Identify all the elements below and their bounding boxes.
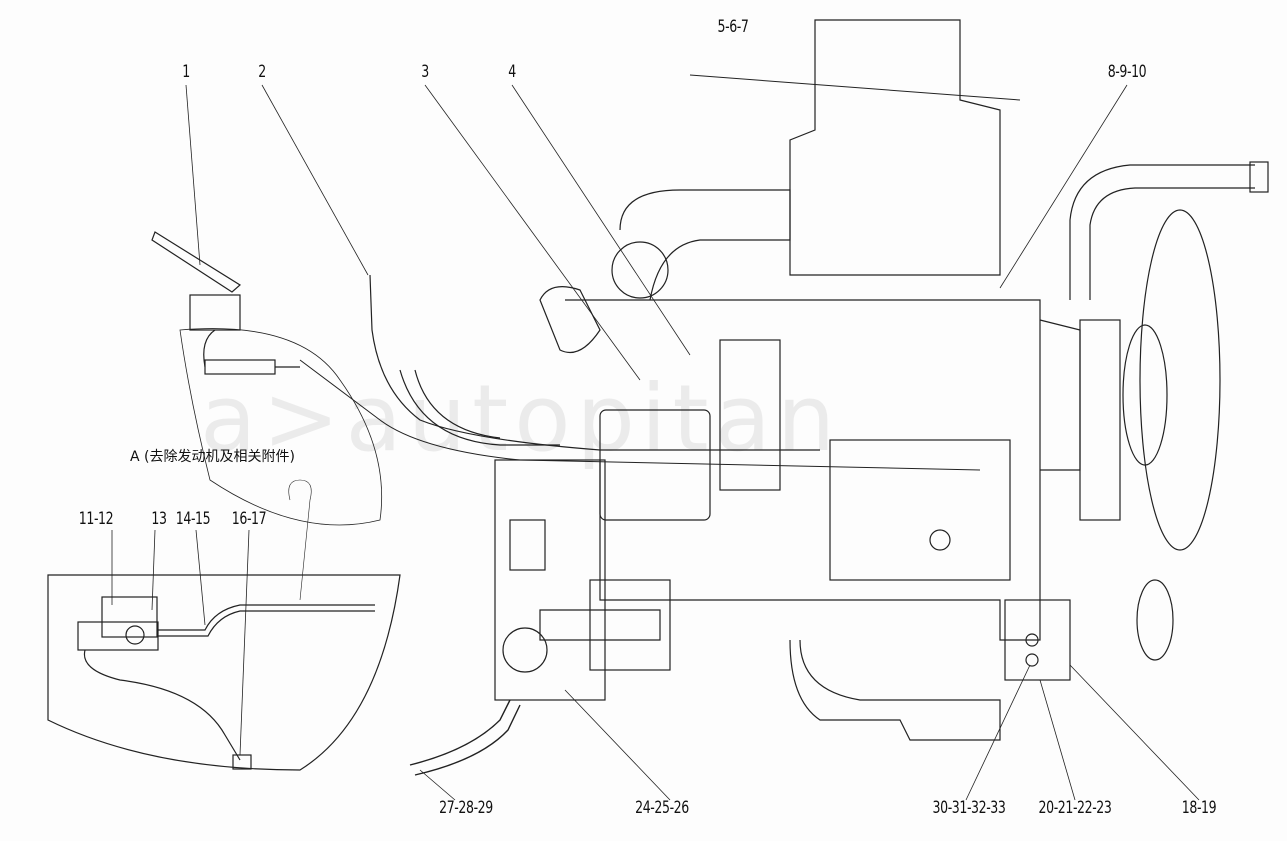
callout-5-6-7: 5-6-7 [717,17,749,37]
watermark: a>autopitan [200,365,842,472]
callout-16-17: 16-17 [231,509,267,529]
callout-18-19: 18-19 [1181,798,1217,818]
callout-1: 1 [182,62,190,82]
detail-caption: A (去除发动机及相关附件) [130,449,295,465]
callout-3: 3 [421,62,429,82]
callout-11-12: 11-12 [78,509,114,529]
callout-8-9-10: 8-9-10 [1107,62,1147,82]
callout-20-21-22-23: 20-21-22-23 [1038,798,1112,818]
dipstick-tube [369,274,820,451]
pedal-assembly [151,231,300,375]
fan-assembly [1039,161,1269,661]
callout-4: 4 [508,62,516,82]
callout-27-28-29: 27-28-29 [439,798,493,818]
leader-lines [111,84,1200,801]
detail-view-a [47,328,401,771]
callout-30-31-32-33: 30-31-32-33 [932,798,1006,818]
callout-2: 2 [258,62,266,82]
callout-24-25-26: 24-25-26 [635,798,689,818]
callout-13: 13 [151,509,167,529]
callout-14-15: 14-15 [175,509,211,529]
air-cleaner [539,19,1021,354]
engine-block [494,299,1071,741]
